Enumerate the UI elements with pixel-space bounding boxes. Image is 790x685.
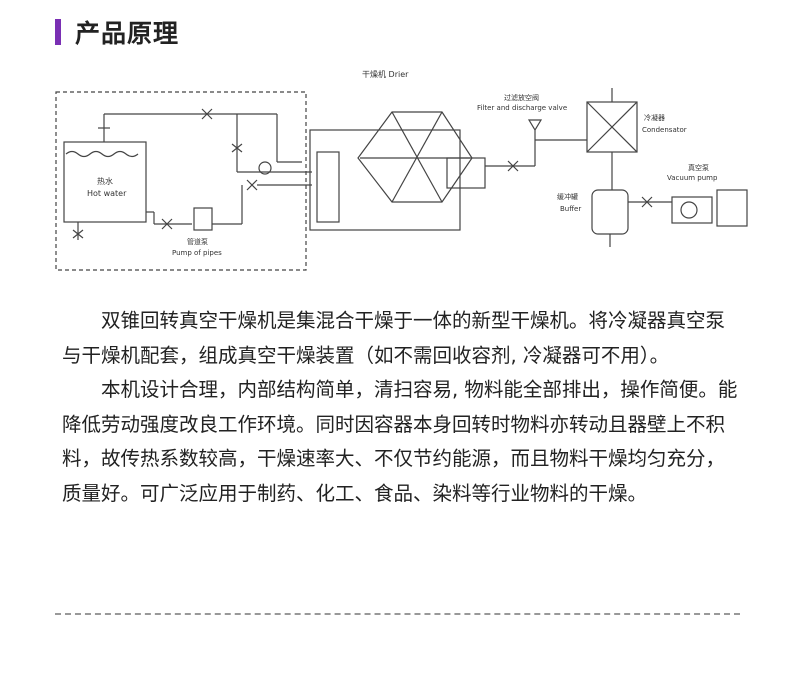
page-title: 产品原理	[75, 19, 180, 48]
paragraph-1: 双锥回转真空干燥机是集混合干燥于一体的新型干燥机。将冷凝器真空泵与干燥机配套，组…	[62, 309, 726, 367]
pipe-pump-label-cn: 管道泵	[187, 237, 208, 246]
drain-valve-icon	[72, 229, 84, 239]
buffer-tank	[591, 189, 629, 235]
hot-water-label-cn: 热水	[97, 176, 113, 186]
buffer-label-en: Buffer	[560, 205, 581, 213]
drier-drive-unit	[316, 151, 340, 223]
hot-water-label-en: Hot water	[87, 189, 127, 198]
dashed-divider	[55, 613, 740, 615]
hot-water-tank	[63, 141, 147, 223]
filter-valve-label-en: Filter and discharge valve	[477, 104, 567, 112]
paragraph-2: 本机设计合理，内部结构简单，清扫容易, 物料能全部排出，操作简便。能降低劳动强度…	[62, 378, 738, 505]
drier-control-box	[446, 157, 486, 189]
filter-discharge-valve-icon	[527, 119, 543, 132]
pipe-pump-label-en: Pump of pipes	[172, 249, 222, 257]
hot-water-system-boundary	[55, 91, 307, 271]
buffer-label-cn: 缓冲罐	[557, 192, 578, 201]
section-heading: 产品原理	[55, 14, 179, 50]
drier-label: 干燥机 Drier	[362, 69, 409, 79]
process-diagram: 干燥机 Drier 过滤放空阀 Filter and discharge val…	[55, 69, 748, 271]
condenser-label-en: Condensator	[642, 126, 687, 134]
pump-inlet-valve-icon	[161, 218, 173, 230]
vacuum-line-valve-icon	[507, 160, 519, 172]
vacuum-pump-label-en: Vacuum pump	[667, 174, 718, 182]
vacuum-pump-icon	[671, 196, 713, 224]
heading-accent-bar	[55, 19, 61, 45]
bypass-valve-icon	[231, 143, 243, 153]
pressure-gauge-icon	[258, 161, 272, 175]
pump-motor-icon	[716, 189, 748, 227]
description-text: 双锥回转真空干燥机是集混合干燥于一体的新型干燥机。将冷凝器真空泵与干燥机配套，组…	[62, 304, 742, 511]
water-surface	[65, 150, 139, 158]
hot-water-supply-valve-icon	[201, 108, 213, 120]
filter-valve-label-cn: 过滤放空阀	[504, 93, 539, 102]
drier-frame	[309, 129, 461, 231]
pipe-pump-icon	[193, 207, 213, 231]
vacuum-pump-label-cn: 真空泵	[688, 163, 709, 172]
condenser-label-cn: 冷凝器	[644, 113, 665, 122]
buffer-outlet-valve-icon	[641, 196, 653, 208]
